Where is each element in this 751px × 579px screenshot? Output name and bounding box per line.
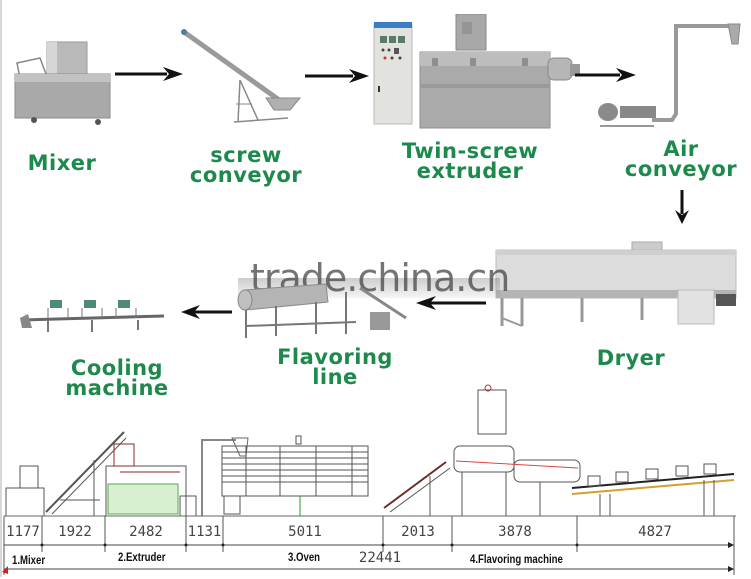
arrow-right-icon (305, 69, 369, 83)
arrow-right-icon (115, 67, 183, 81)
dimension-value: 3878 (498, 524, 532, 540)
label-line: Mixer (27, 151, 97, 175)
dimension-value: 2482 (129, 524, 163, 540)
label-line: Dryer (596, 346, 666, 370)
arrow-left-icon (181, 305, 232, 319)
section-label-oven: 3.Oven (288, 550, 321, 564)
schematic-oven (221, 445, 369, 497)
step-label-dryer: Dryer (586, 346, 676, 370)
label-line: Cooling (70, 356, 164, 380)
label-line: Flavoring (277, 345, 393, 369)
schematic-mixer (5, 487, 45, 517)
dimension-value: 1177 (6, 524, 40, 540)
label-line: conveyor (624, 157, 738, 181)
dimension-value: 5011 (288, 524, 322, 540)
dimension-value: 2013 (401, 524, 435, 540)
dryer-machine-image (495, 241, 737, 327)
schematic-air-pipe (201, 439, 236, 516)
step-label-screw-conveyor: screw conveyor (176, 143, 316, 187)
section-label-flavoring-machine: 4.Flavoring machine (470, 552, 563, 566)
schematic-seasoning-hopper (477, 389, 507, 435)
step-label-flavoring-line: Flavoring line (260, 345, 410, 389)
label-line: line (312, 365, 358, 389)
production-line-schematic (2, 384, 736, 575)
arrow-left-icon (416, 296, 486, 310)
schematic-flavor-conveyor (383, 461, 447, 509)
mixer-machine-image (14, 41, 111, 125)
dimension-value: 4827 (638, 524, 672, 540)
section-label-extruder: 2.Extruder (118, 550, 166, 564)
label-line: machine (65, 376, 169, 400)
dimension-value: 1922 (58, 524, 92, 540)
air-conveyor-machine-image (598, 23, 741, 127)
arrow-right-icon (575, 68, 636, 82)
section-label-mixer: 1.Mixer (12, 553, 46, 567)
label-line: conveyor (189, 163, 303, 187)
cooling-machine-image (20, 300, 165, 332)
step-label-twin-screw-extruder: Twin-screw extruder (385, 139, 555, 183)
label-line: Air (663, 137, 699, 161)
step-label-air-conveyor: Air conveyor (614, 137, 748, 181)
schematic-flavoring-drum (453, 445, 515, 473)
schematic-inclined-conveyor (45, 431, 125, 513)
dimension-value: 1131 (187, 524, 222, 540)
twin-screw-extruder-machine-image (373, 14, 580, 129)
arrow-down-icon (675, 190, 689, 224)
flavoring-line-machine-image (237, 283, 407, 338)
label-line: extruder (416, 159, 524, 183)
total-dimension-value: 22441 (358, 550, 402, 566)
step-label-cooling-machine: Cooling machine (52, 356, 182, 400)
label-line: screw (210, 143, 282, 167)
step-label-mixer: Mixer (22, 151, 102, 175)
screw-conveyor-machine-image (181, 29, 302, 123)
label-line: Twin-screw (401, 139, 539, 163)
